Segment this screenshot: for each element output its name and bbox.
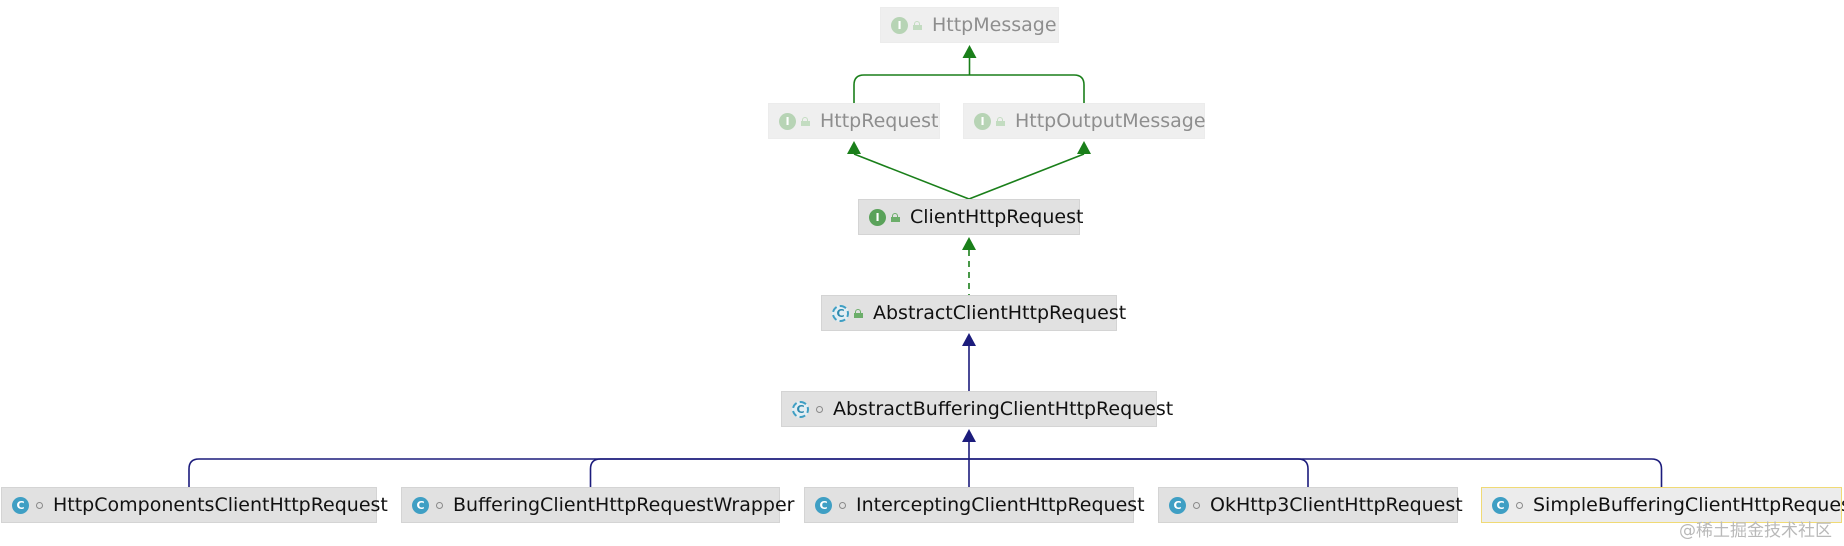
node-client-http-request[interactable]: I ClientHttpRequest (858, 199, 1084, 235)
node-label: ClientHttpRequest (910, 206, 1084, 228)
edge-HttpOutputMessage-to-HttpMessage (969, 74, 1085, 103)
node-okhttp3-client-http-request[interactable]: C OkHttp3ClientHttpRequest (1158, 487, 1463, 523)
node-http-output-message[interactable]: I HttpOutputMessage (963, 103, 1206, 139)
node-label: InterceptingClientHttpRequest (856, 494, 1145, 516)
node-label: AbstractBufferingClientHttpRequest (833, 398, 1174, 420)
package-private-icon (1516, 501, 1523, 509)
lock-icon (854, 308, 863, 318)
node-simple-buffering-client-http-request[interactable]: C SimpleBufferingClientHttpRequest (1481, 487, 1844, 523)
interface-icon: I (779, 112, 796, 130)
package-private-icon (816, 405, 823, 413)
class-icon: C (815, 496, 832, 514)
node-label: BufferingClientHttpRequestWrapper (453, 494, 795, 516)
package-private-icon (436, 501, 443, 509)
class-icon: C (12, 496, 29, 514)
edge-OkHttp3ClientHttpRequest-to-AbstractBufferingClientHttpRequest (969, 458, 1309, 487)
arrowhead-HttpRequest (847, 141, 861, 154)
arrowhead-ClientHttpRequest (962, 237, 976, 250)
class-icon: C (1169, 496, 1186, 514)
node-intercepting-client-http-request[interactable]: C InterceptingClientHttpRequest (804, 487, 1145, 523)
interface-icon: I (869, 208, 886, 226)
interface-icon: I (891, 16, 908, 34)
package-private-icon (36, 501, 43, 509)
node-label: HttpRequest (820, 110, 939, 132)
edge-ClientHttpRequest-to-HttpOutputMessage (968, 153, 1085, 200)
node-label: OkHttp3ClientHttpRequest (1210, 494, 1463, 516)
node-buffering-client-http-request-wrapper[interactable]: C BufferingClientHttpRequestWrapper (401, 487, 795, 523)
abstract-class-icon: C (792, 400, 809, 418)
node-abstract-buffering-client-http-request[interactable]: C AbstractBufferingClientHttpRequest (781, 391, 1173, 427)
node-http-message[interactable]: I HttpMessage (880, 7, 1059, 43)
class-icon: C (1492, 496, 1509, 514)
package-private-icon (839, 501, 846, 509)
arrowhead-HttpMessage (962, 45, 977, 58)
edge-HttpComponentsClientHttpRequest-to-AbstractBufferingClientHttpRequest (188, 458, 969, 487)
lock-icon (913, 20, 922, 30)
lock-icon (801, 116, 810, 126)
arrowhead-AbstractBufferingClientHttpRequest (962, 429, 976, 442)
node-http-components-client-http-request[interactable]: C HttpComponentsClientHttpRequest (1, 487, 388, 523)
edge-BufferingClientHttpRequestWrapper-to-AbstractBufferingClientHttpRequest (589, 458, 969, 487)
interface-icon: I (974, 112, 991, 130)
edge-SimpleBufferingClientHttpRequest-to-AbstractBufferingClientHttpRequest (969, 458, 1663, 487)
node-label: HttpOutputMessage (1015, 110, 1206, 132)
lock-icon (891, 212, 900, 222)
node-label: SimpleBufferingClientHttpRequest (1533, 494, 1844, 516)
node-label: AbstractClientHttpRequest (873, 302, 1127, 324)
edge-ClientHttpRequest-to-HttpRequest (853, 153, 970, 200)
node-http-request[interactable]: I HttpRequest (768, 103, 940, 139)
node-label: HttpMessage (932, 14, 1057, 36)
node-abstract-client-http-request[interactable]: C AbstractClientHttpRequest (821, 295, 1126, 331)
package-private-icon (1193, 501, 1200, 509)
arrowhead-HttpOutputMessage (1077, 141, 1091, 154)
node-label: HttpComponentsClientHttpRequest (53, 494, 388, 516)
arrowhead-AbstractClientHttpRequest (962, 333, 976, 346)
abstract-class-icon: C (832, 304, 849, 322)
class-icon: C (412, 496, 429, 514)
watermark: @稀土掘金技术社区 (1679, 521, 1832, 541)
lock-icon (996, 116, 1005, 126)
edge-HttpRequest-to-HttpMessage (853, 74, 970, 103)
